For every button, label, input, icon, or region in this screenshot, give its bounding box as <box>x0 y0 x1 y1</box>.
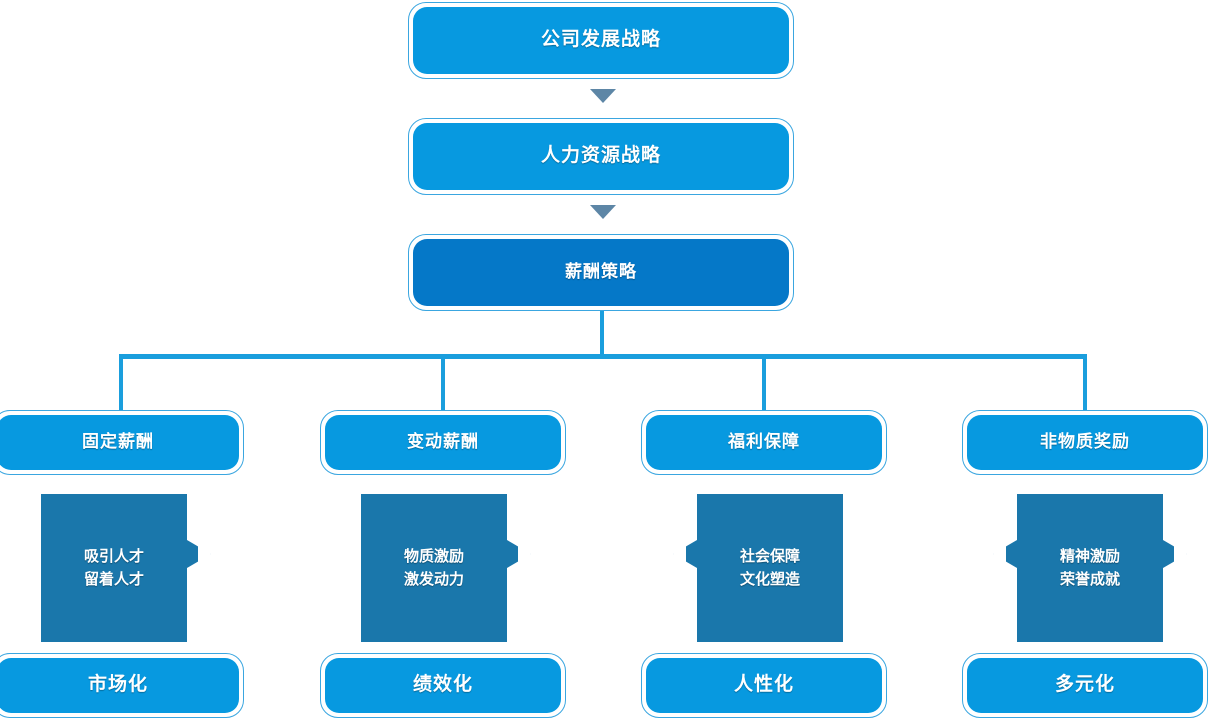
node-fixed-pay-label: 固定薪酬 <box>82 432 154 452</box>
triangle-down-icon-2 <box>590 205 616 219</box>
node-strategy[interactable]: 公司发展战略 <box>413 7 789 74</box>
callout-benefits-line-2: 文化塑造 <box>739 571 800 588</box>
node-benefits-label: 福利保障 <box>728 432 800 452</box>
node-outcome-variable-pay-label: 绩效化 <box>412 674 473 696</box>
node-outcome-non-material[interactable]: 多元化 <box>967 658 1203 713</box>
callout-notch-right-variable-pay <box>518 540 531 568</box>
callout-fixed-pay-line-2: 留着人才 <box>83 571 144 588</box>
node-non-material-label: 非物质奖励 <box>1040 432 1130 452</box>
callout-notch-right-non-material <box>1174 540 1187 568</box>
callout-fixed-pay-line-1: 吸引人才 <box>83 547 144 565</box>
callout-benefits: 社会保障 文化塑造 <box>697 494 843 642</box>
callout-variable-pay-line-2: 激发动力 <box>403 571 464 588</box>
triangle-down-icon-1 <box>590 89 616 103</box>
horizontal-connector-bus <box>119 354 1087 359</box>
node-outcome-non-material-label: 多元化 <box>1054 674 1115 696</box>
node-variable-pay-label: 变动薪酬 <box>407 432 479 452</box>
callout-notch-right-fixed-pay <box>198 540 211 568</box>
callout-notch-left-non-material <box>993 540 1006 568</box>
node-outcome-fixed-pay[interactable]: 市场化 <box>0 658 239 713</box>
callout-non-material-line-2: 荣誉成就 <box>1059 571 1120 588</box>
node-outcome-fixed-pay-label: 市场化 <box>87 674 148 696</box>
callout-notch-left-benefits <box>673 540 686 568</box>
node-hr-strategy[interactable]: 人力资源战略 <box>413 123 789 190</box>
callout-fixed-pay: 吸引人才 留着人才 <box>41 494 187 642</box>
node-strategy-label: 公司发展战略 <box>540 29 661 51</box>
vertical-connector-benefits <box>762 354 766 410</box>
vertical-connector-variable-pay <box>441 354 445 410</box>
vertical-connector-fixed-pay <box>119 354 123 410</box>
node-outcome-benefits-label: 人性化 <box>733 674 794 696</box>
node-pay-policy[interactable]: 薪酬策略 <box>413 239 789 306</box>
callout-non-material-line-1: 精神激励 <box>1059 547 1120 565</box>
node-hr-strategy-label: 人力资源战略 <box>540 145 661 167</box>
node-outcome-variable-pay[interactable]: 绩效化 <box>325 658 561 713</box>
node-variable-pay[interactable]: 变动薪酬 <box>325 415 561 470</box>
node-fixed-pay[interactable]: 固定薪酬 <box>0 415 239 470</box>
vertical-connector-non-material <box>1083 354 1087 410</box>
node-non-material[interactable]: 非物质奖励 <box>967 415 1203 470</box>
callout-variable-pay-line-1: 物质激励 <box>403 547 464 565</box>
node-benefits[interactable]: 福利保障 <box>646 415 882 470</box>
callout-variable-pay: 物质激励 激发动力 <box>361 494 507 642</box>
callout-non-material: 精神激励 荣誉成就 <box>1017 494 1163 642</box>
vertical-connector-trunk <box>600 311 604 359</box>
callout-benefits-line-1: 社会保障 <box>739 547 800 565</box>
node-pay-policy-label: 薪酬策略 <box>565 262 637 282</box>
node-outcome-benefits[interactable]: 人性化 <box>646 658 882 713</box>
